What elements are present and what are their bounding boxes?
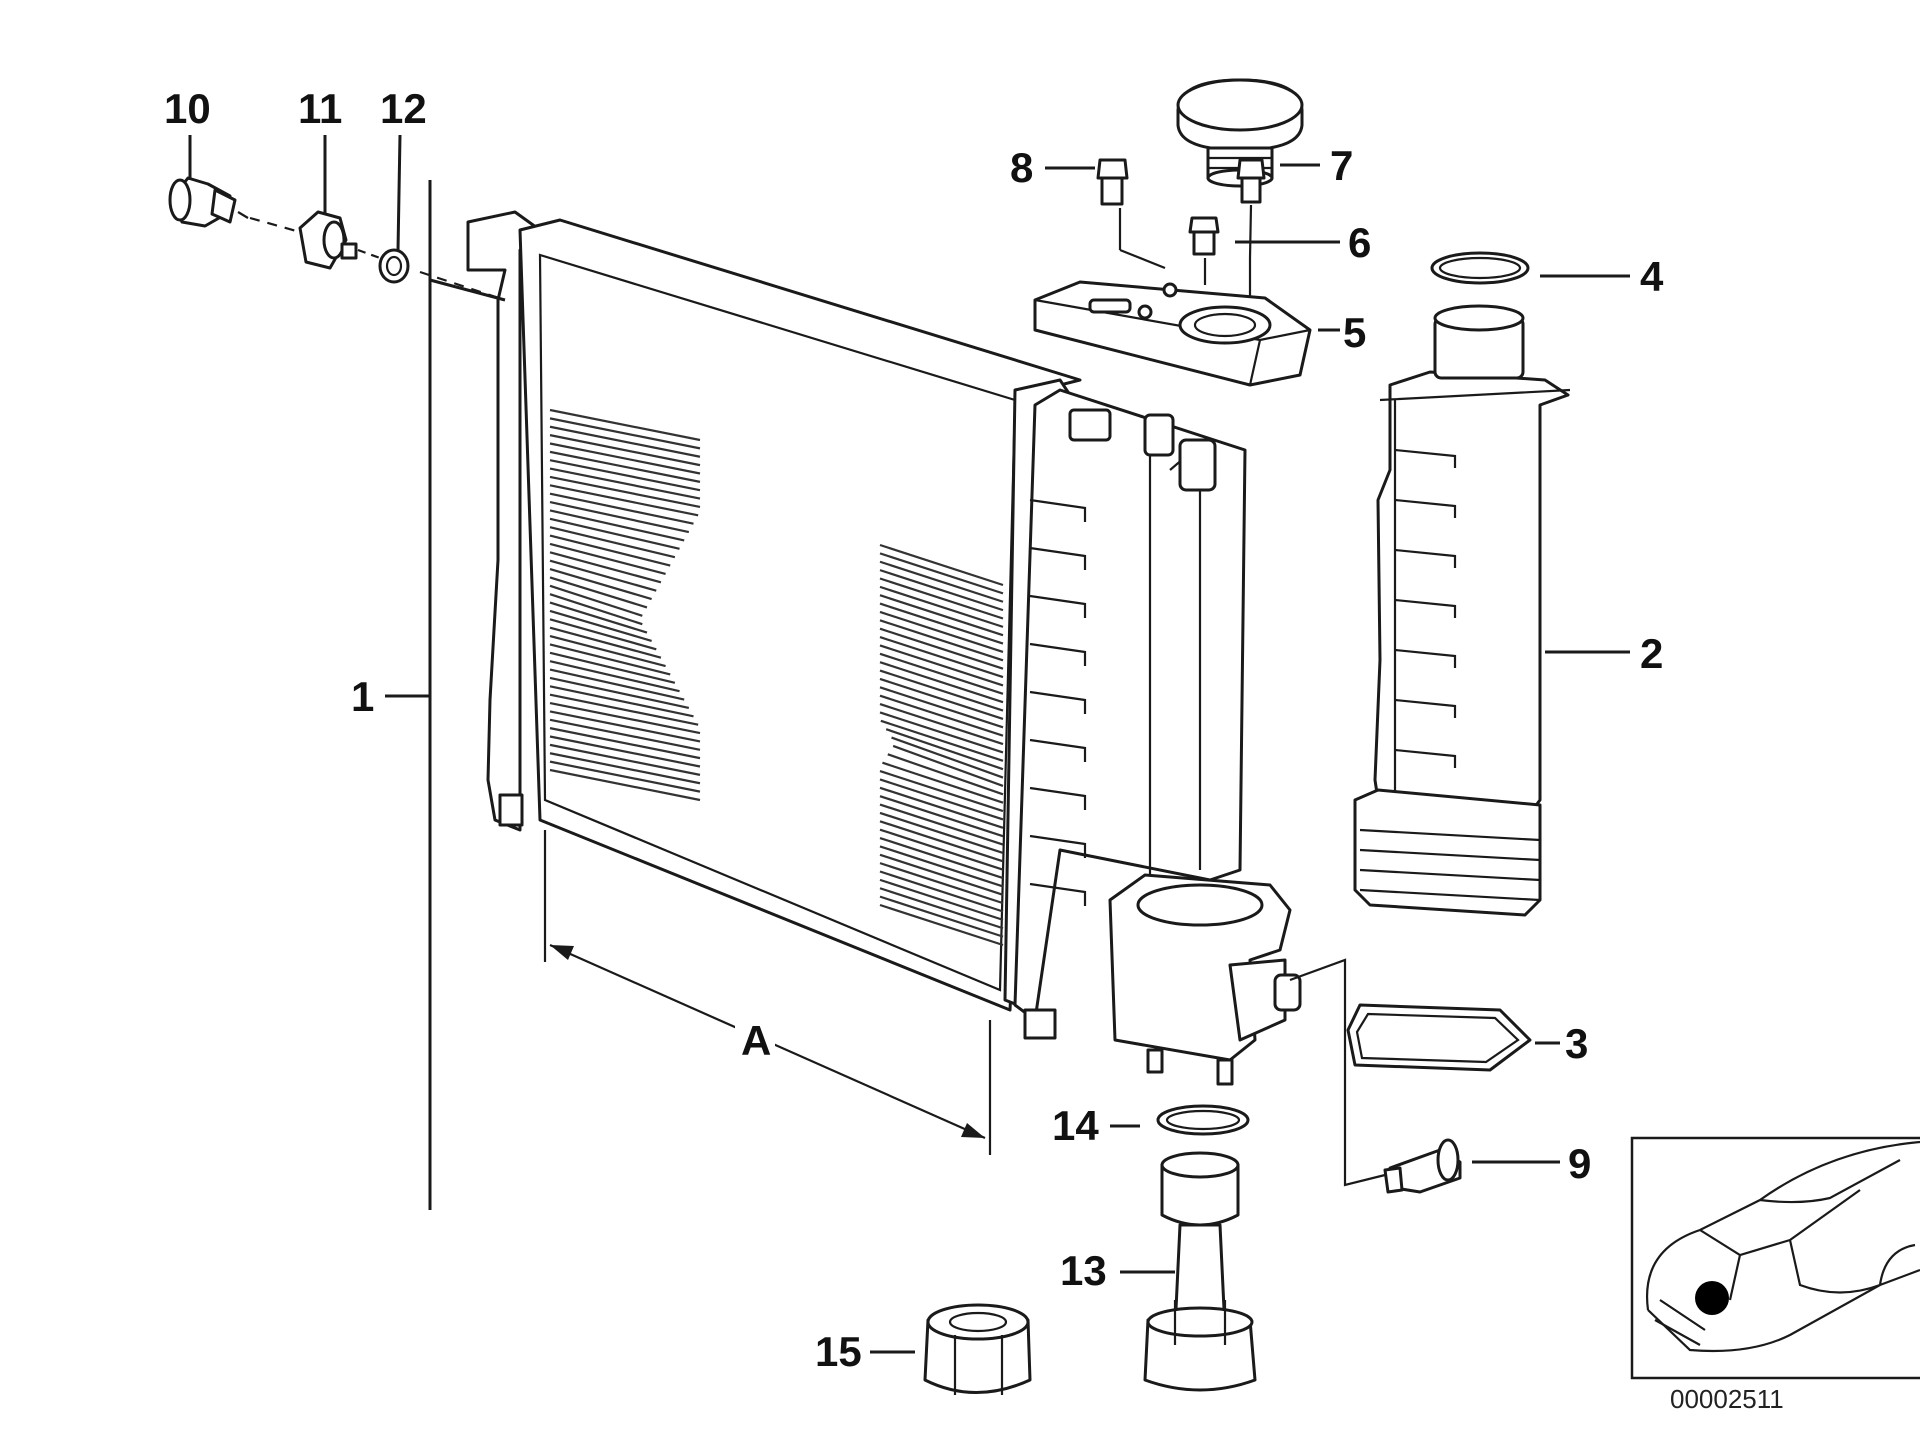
- seal-ring-14[interactable]: [1156, 1104, 1250, 1136]
- screw-6[interactable]: [1188, 216, 1220, 285]
- screw-plug-11[interactable]: [298, 210, 358, 270]
- screw-8[interactable]: [1236, 158, 1266, 204]
- svg-text:7: 7: [1330, 142, 1353, 189]
- callout-8: 8: [1010, 144, 1095, 191]
- callout-9: 9: [1289, 958, 1591, 1187]
- svg-text:2: 2: [1640, 630, 1663, 677]
- drain-plug-9[interactable]: [1383, 1138, 1462, 1194]
- location-dot-icon: [1695, 1281, 1729, 1315]
- diagram-reference-number: 00002511: [1670, 1384, 1784, 1414]
- callout-1: 1: [351, 180, 506, 1210]
- callout-15: 15: [815, 1328, 915, 1375]
- callout-11: 11: [298, 85, 342, 215]
- svg-text:6: 6: [1348, 219, 1371, 266]
- callout-6: 6: [1235, 219, 1371, 266]
- tank-ribs: [1029, 498, 1087, 906]
- svg-text:10: 10: [164, 85, 211, 132]
- dimension-a-label: A: [741, 1017, 771, 1064]
- callout-13: 13: [1060, 1247, 1175, 1294]
- callout-4: 4: [1540, 253, 1664, 300]
- o-ring-4[interactable]: [1430, 251, 1530, 285]
- callout-2: 2: [1545, 630, 1663, 677]
- svg-text:8: 8: [1010, 144, 1033, 191]
- svg-text:11: 11: [298, 85, 342, 132]
- callout-5: 5: [1318, 309, 1366, 356]
- svg-text:1: 1: [351, 673, 374, 720]
- callout-12: 12: [380, 85, 427, 251]
- temperature-switch-10[interactable]: [168, 176, 249, 228]
- radiator[interactable]: [466, 210, 1302, 1086]
- svg-text:3: 3: [1565, 1020, 1588, 1067]
- svg-text:5: 5: [1343, 309, 1366, 356]
- gasket-ring-12[interactable]: [378, 248, 410, 284]
- screw-8-body: [1096, 158, 1166, 270]
- svg-text:12: 12: [380, 85, 427, 132]
- car-locator-icon: [1646, 1140, 1920, 1353]
- expansion-tank-2[interactable]: [1353, 304, 1571, 917]
- svg-text:14: 14: [1052, 1102, 1099, 1149]
- callout-10: 10: [164, 85, 211, 180]
- svg-text:13: 13: [1060, 1247, 1107, 1294]
- callout-3: 3: [1535, 1020, 1588, 1067]
- car-locator-inset: 00002511: [1630, 1136, 1920, 1414]
- bracket-plate-5[interactable]: [1033, 280, 1312, 387]
- svg-text:15: 15: [815, 1328, 862, 1375]
- svg-text:4: 4: [1640, 253, 1664, 300]
- svg-text:9: 9: [1568, 1140, 1591, 1187]
- nut-15[interactable]: [923, 1303, 1032, 1395]
- gasket-3[interactable]: [1346, 1003, 1532, 1072]
- radiator-fins: [549, 408, 1004, 947]
- callout-7: 7: [1280, 142, 1353, 189]
- rubber-mount-13[interactable]: [1143, 1151, 1257, 1392]
- dimension-a: A: [543, 830, 992, 1155]
- callout-14: 14: [1052, 1102, 1140, 1149]
